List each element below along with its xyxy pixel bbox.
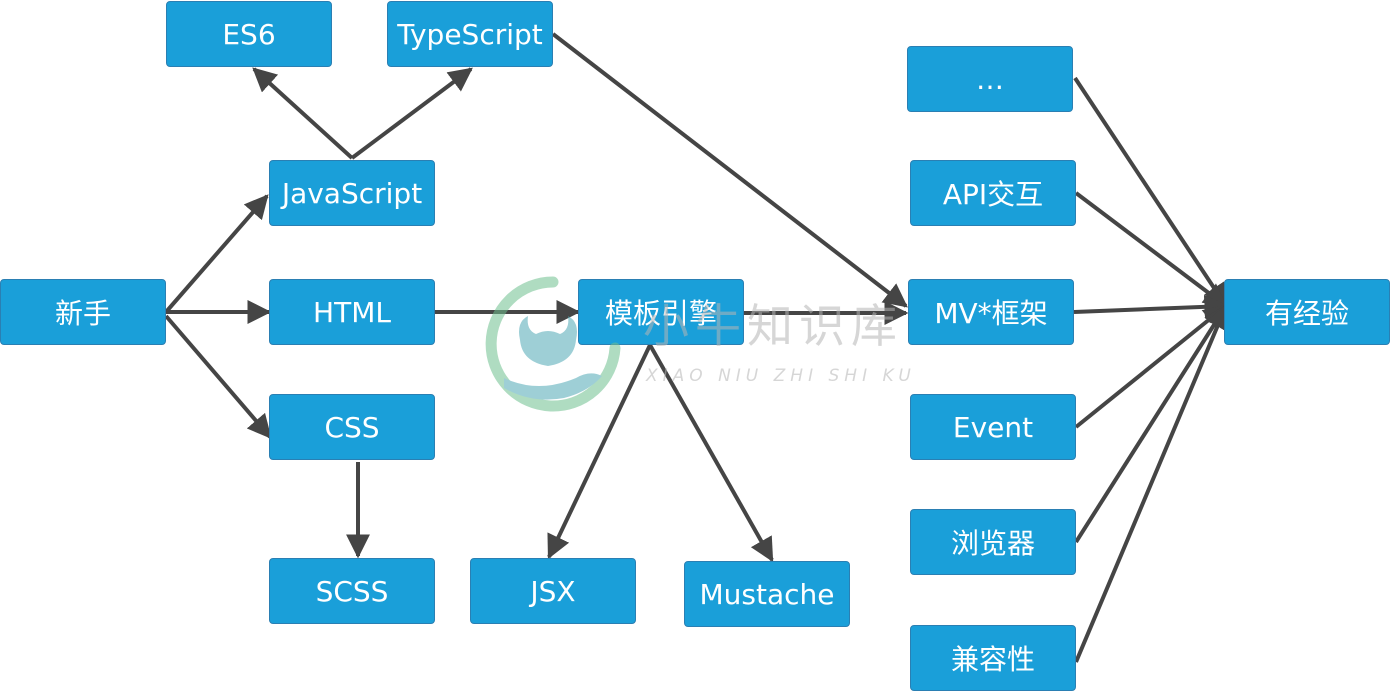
node-jsx: JSX	[470, 558, 636, 624]
node-es6: ES6	[166, 1, 332, 67]
node-typescript: TypeScript	[387, 1, 553, 67]
node-mustache: Mustache	[684, 561, 850, 627]
node-beginner: 新手	[0, 279, 166, 345]
node-ellipsis: …	[907, 46, 1073, 112]
edge-mv-framework-to-experienced	[1073, 294, 1229, 319]
node-scss: SCSS	[269, 558, 435, 624]
edge-template-engine-to-mustache	[648, 344, 774, 563]
edge-browser-to-experienced	[1074, 303, 1228, 544]
node-html: HTML	[269, 279, 435, 345]
edge-javascript-to-typescript	[350, 67, 473, 160]
node-javascript: JavaScript	[269, 160, 435, 226]
edge-ellipsis-to-experienced	[1073, 76, 1228, 309]
node-api-interaction: API交互	[910, 160, 1076, 226]
node-compatibility: 兼容性	[910, 625, 1076, 691]
node-browser: 浏览器	[910, 509, 1076, 575]
edge-event-to-experienced	[1074, 304, 1228, 429]
edge-compat-to-experienced	[1074, 303, 1229, 663]
node-template-engine: 模板引擎	[578, 279, 744, 345]
edge-javascript-to-es6	[252, 67, 354, 160]
node-event: Event	[910, 394, 1076, 460]
edge-beginner-to-javascript	[164, 194, 269, 314]
edge-beginner-to-css	[164, 314, 272, 439]
node-css: CSS	[269, 394, 435, 460]
edge-api-to-experienced	[1074, 191, 1228, 308]
node-mv-framework: MV*框架	[908, 279, 1074, 345]
node-experienced: 有经验	[1224, 279, 1390, 345]
edge-typescript-to-mv-framework	[551, 32, 908, 308]
edge-template-engine-to-jsx	[547, 344, 652, 560]
